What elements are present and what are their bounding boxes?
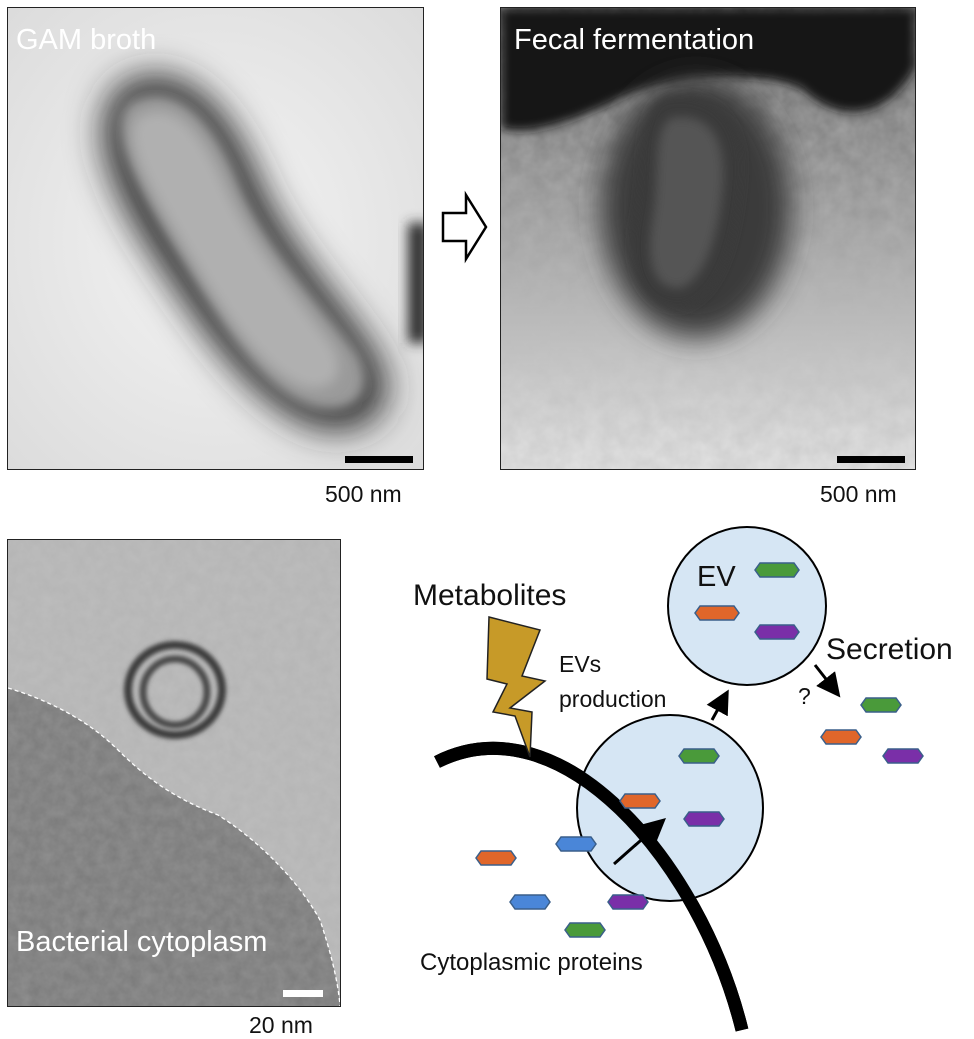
gam-broth-label: GAM broth	[16, 24, 157, 56]
cyto-scale-bar	[283, 990, 323, 997]
bacterial-cytoplasm-label: Bacterial cytoplasm	[16, 926, 268, 958]
fecal-fermentation-micrograph: Fecal fermentation	[500, 7, 916, 470]
cytoplasmic-proteins-label: Cytoplasmic proteins	[420, 949, 643, 976]
bacterial-cytoplasm-image	[8, 540, 340, 1006]
release-arrow	[706, 689, 729, 721]
fecal-scale-bar	[837, 456, 905, 463]
protein-orange	[694, 605, 740, 621]
protein-green	[678, 748, 720, 764]
protein-blue	[509, 894, 551, 910]
protein-orange	[475, 850, 517, 866]
ev-label: EV	[697, 561, 736, 593]
protein-green	[754, 562, 800, 578]
gam-broth-micrograph: GAM broth	[7, 7, 424, 470]
protein-purple	[607, 894, 649, 910]
question-mark: ?	[798, 683, 811, 709]
protein-purple	[882, 748, 924, 764]
protein-green	[564, 922, 606, 938]
fecal-scale-label: 500 nm	[820, 481, 897, 507]
secretion-label: Secretion	[826, 633, 953, 666]
metabolites-label: Metabolites	[413, 579, 566, 612]
secretion-arrow	[813, 664, 841, 698]
evs-production-label-line1: EVs	[559, 651, 601, 677]
fecal-fermentation-image	[501, 8, 915, 469]
protein-orange	[619, 793, 661, 809]
proteins	[475, 562, 924, 938]
gam-scale-label: 500 nm	[325, 481, 402, 507]
protein-purple	[683, 811, 725, 827]
protein-blue	[555, 836, 597, 852]
cyto-scale-label: 20 nm	[249, 1012, 313, 1038]
metabolites-lightning-icon	[486, 616, 547, 758]
protein-green	[860, 697, 902, 713]
gam-broth-image	[8, 8, 423, 469]
released-ev	[667, 526, 827, 686]
fecal-fermentation-label: Fecal fermentation	[514, 24, 755, 56]
protein-orange	[820, 729, 862, 745]
gam-scale-bar	[345, 456, 413, 463]
evs-production-label-line2: production	[559, 686, 666, 712]
export-arrow	[613, 818, 666, 866]
protein-purple	[754, 624, 800, 640]
bacterial-cytoplasm-micrograph: Bacterial cytoplasm	[7, 539, 341, 1007]
